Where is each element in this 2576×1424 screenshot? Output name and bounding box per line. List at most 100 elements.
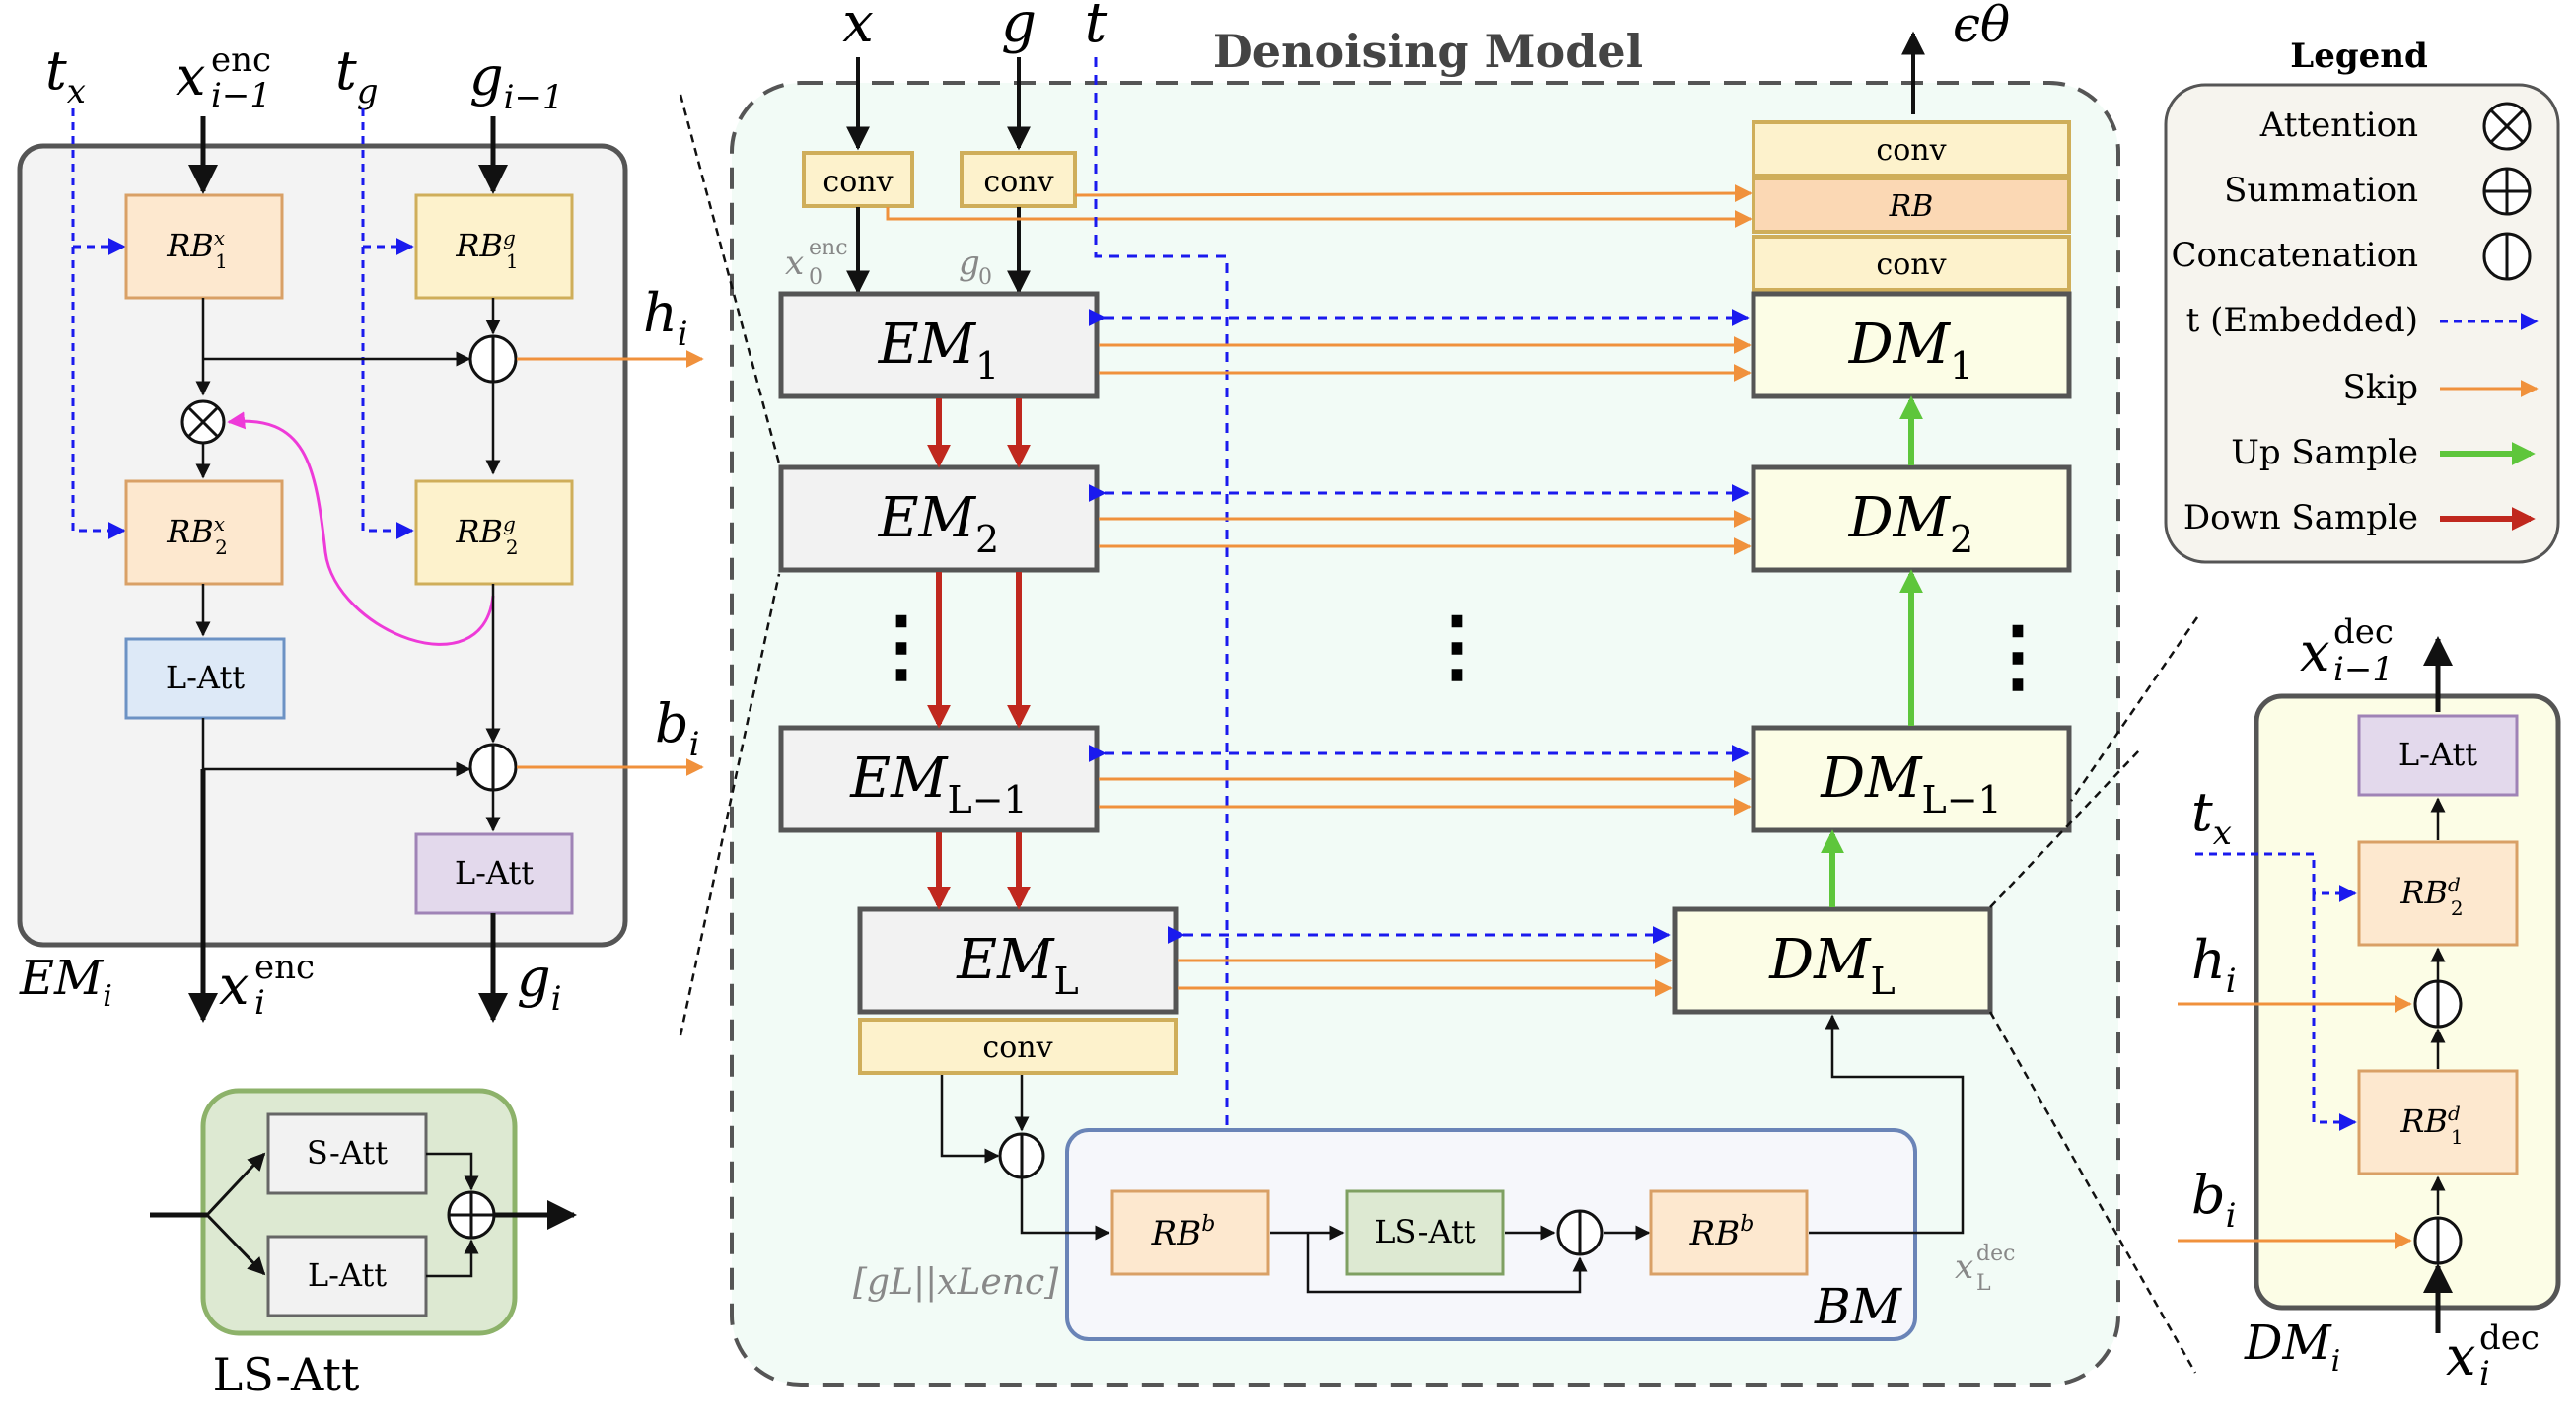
out-conv-bottom-label: conv <box>1876 248 1946 282</box>
x0enc-sup: enc <box>809 236 848 260</box>
skip-connections <box>1099 336 1752 997</box>
s-att-label: S-Att <box>307 1134 388 1172</box>
dmi-latt-label: L-Att <box>2398 736 2477 773</box>
input-g: g <box>1001 0 1037 55</box>
emi-latt-purple-label: L-Att <box>455 854 534 891</box>
em-l: EML <box>857 906 1179 1015</box>
l-att-block <box>266 1235 428 1317</box>
legend-concat-label: Concatenation <box>2171 236 2418 275</box>
dm-2: DM2 <box>1751 464 2072 573</box>
out-rb-label: RB <box>1889 189 1934 224</box>
svg-text:DML−1: DML−1 <box>1820 747 2002 821</box>
legend-attention-label: Attention <box>2259 106 2418 145</box>
conv-x-label: conv <box>823 165 893 199</box>
out-conv-bottom <box>1752 235 2071 292</box>
bm-rb-second <box>1649 1189 1809 1276</box>
xout-label: x <box>219 955 249 1017</box>
gin-label: gi−1 <box>469 45 564 117</box>
dm-1: DM1 <box>1751 291 2072 399</box>
gout-label: gi <box>517 947 561 1019</box>
dmi-label: DMi <box>2244 1316 2340 1379</box>
rb1x-block <box>124 193 284 300</box>
dots-encoder: ⋮ <box>862 599 941 691</box>
g0-sub: 0 <box>978 265 992 290</box>
dmi-xin-sup: dec <box>2479 1318 2540 1358</box>
dm-l-minus-1: DML−1 <box>1751 725 2072 833</box>
dmi-bi-label: bi <box>2191 1164 2236 1236</box>
svg-text:DML: DML <box>1768 928 1895 1003</box>
svg-text:DM1: DM1 <box>1848 313 1973 388</box>
xLdec-label: x <box>1955 1247 1973 1287</box>
legend-frame <box>2164 83 2560 564</box>
concat-icon <box>2482 232 2532 281</box>
xLdec-sub: L <box>1976 1271 1991 1296</box>
dm-l: DML <box>1672 906 1993 1015</box>
conv-g-block <box>960 151 1077 208</box>
xout-sub: i <box>254 983 265 1023</box>
lsatt-label: LS-Att <box>213 1348 360 1401</box>
input-x: x <box>842 0 874 55</box>
dmi-tx-label: tx <box>2191 781 2232 853</box>
dmi-latt-block <box>2357 714 2519 797</box>
otimes-icon <box>2482 102 2532 151</box>
rb2g-block <box>414 479 574 586</box>
svg-text:EM2: EM2 <box>878 486 999 561</box>
rb2x-block <box>124 479 284 586</box>
dmi-xin-sub: i <box>2479 1354 2490 1393</box>
emi-latt-block <box>124 637 286 720</box>
hi-label: hi <box>643 282 688 354</box>
x0enc-sub: 0 <box>809 265 823 290</box>
up-sample-arrows <box>1821 395 1923 907</box>
dmi-xout-label: x <box>2300 621 2329 683</box>
dmi-xout-sup: dec <box>2333 612 2394 652</box>
xin-sup: enc <box>211 40 271 80</box>
svg-text:EM1: EM1 <box>878 313 999 388</box>
conv-g-label: conv <box>983 165 1053 199</box>
dots-decoder: ⋮ <box>1978 608 2057 701</box>
oplus-icon <box>2482 167 2532 216</box>
bm-rb-second-label: RBb <box>1689 1212 1754 1253</box>
out-conv-top-label: conv <box>1876 133 1946 168</box>
em-2: EM2 <box>778 464 1100 573</box>
s-att-block <box>266 1112 428 1195</box>
conv-bottom-block <box>858 1018 1178 1075</box>
g0-label: g <box>959 244 980 283</box>
bm-ls-att <box>1345 1189 1505 1276</box>
bm-ls-att-label: LS-Att <box>1374 1213 1476 1250</box>
emi-label: EMi <box>19 951 112 1014</box>
em-1: EM1 <box>778 291 1100 399</box>
out-conv-top <box>1752 120 2071 178</box>
xLdec-sup: dec <box>1976 1242 2015 1266</box>
bm-rb-first <box>1110 1189 1270 1276</box>
input-t: t <box>1085 0 1108 55</box>
legend-title: Legend <box>2290 36 2427 76</box>
emi-latt-label: L-Att <box>166 659 245 696</box>
svg-text:EML: EML <box>956 928 1078 1003</box>
dmi-hi-label: hi <box>2191 929 2237 1001</box>
bm-label: BM <box>1814 1278 1903 1335</box>
svg-text:EML−1: EML−1 <box>849 747 1027 821</box>
legend-t-label: t (Embedded) <box>2186 301 2418 340</box>
legend-skip-label: Skip <box>2342 368 2418 407</box>
dmi-xin-label: x <box>2446 1325 2475 1388</box>
legend-down-label: Down Sample <box>2183 498 2418 537</box>
bi-label: bi <box>655 692 699 764</box>
dmi-xout-sub: i−1 <box>2333 650 2394 689</box>
output-epsilon: ϵθ <box>1953 0 2010 53</box>
bm-rb-first-label: RBb <box>1151 1212 1216 1253</box>
x0enc-label: x <box>785 244 804 283</box>
dots-middle: ⋮ <box>1417 599 1496 691</box>
xin-label: x <box>176 45 205 107</box>
svg-text:DM2: DM2 <box>1848 486 1973 561</box>
concat-label: [gL||xLenc] <box>853 1262 1059 1303</box>
tg-label: tg <box>335 39 378 111</box>
legend-summation-label: Summation <box>2224 171 2418 210</box>
dmi-rb1-block <box>2357 1069 2519 1175</box>
rb1g-block <box>414 193 574 300</box>
down-sample-arrows <box>927 398 1031 910</box>
